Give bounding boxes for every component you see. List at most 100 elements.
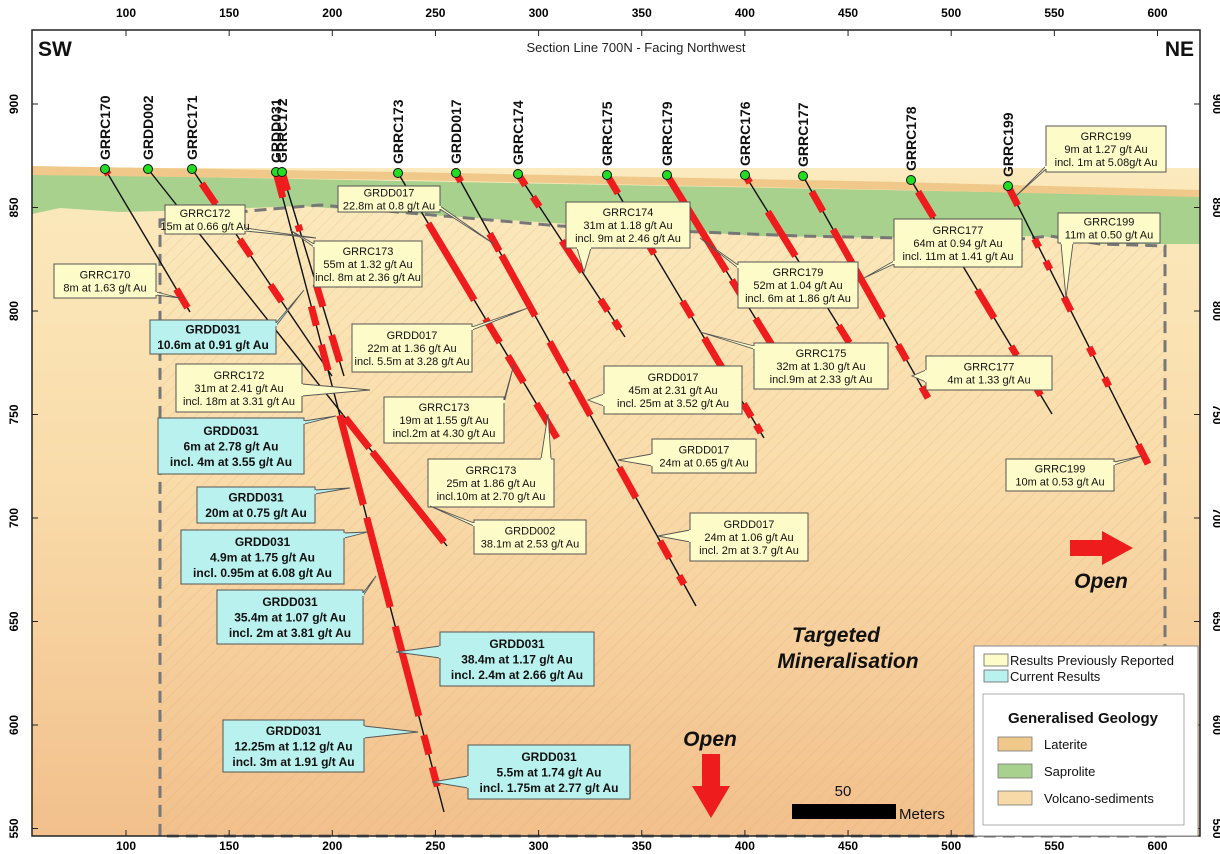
laterite-layer [32,166,1200,197]
y-tick-label-right: 850 [1210,197,1220,217]
intercept-interval [530,194,543,209]
intercept-interval [1008,344,1020,358]
callout-line: incl. 5.5m at 3.28 g/t Au [355,356,470,368]
x-tick-label-top: 500 [941,6,961,20]
callout-line: GRRC170 [80,269,131,281]
drill-hole-grrc177: GRRC177 [795,102,932,400]
hole-label: GRRC179 [659,101,675,166]
callout-line: GRRC172 [214,370,265,382]
callout-line: 38.1m at 2.53 g/t Au [481,538,579,550]
callout-line: 24m at 1.06 g/t Au [704,532,793,544]
callout-line: incl. 9m at 2.46 g/t Au [575,233,681,245]
callout-box [222,719,365,773]
callout-line: GRRC175 [796,348,847,360]
legend-saprolite-swatch [997,763,1033,779]
callout-line: incl. 1.75m at 2.77 g/t Au [480,781,619,795]
x-tick-label-top: 550 [1044,6,1064,20]
intercept-interval [369,449,447,545]
callout-line: incl. 11m at 1.41 g/t Au [902,251,1013,263]
hole-label: GRRC175 [599,101,615,166]
callout-box [157,417,305,475]
callout-line: 64m at 0.94 g/t Au [913,238,1002,250]
intercept-interval [808,189,827,214]
legend-previous-label: Results Previously Reported [1010,653,1174,668]
callout-line: GRDD017 [679,444,730,456]
y-tick-label-left: 650 [7,611,21,631]
callout-line: 38.4m at 1.17 g/t Au [461,652,573,666]
intercept-interval [307,305,320,327]
legend-current-swatch [983,669,1009,683]
callout-line: incl.10m at 2.70 g/t Au [437,491,546,503]
y-tick-label-right: 900 [1210,94,1220,114]
x-tick-label-bottom: 300 [529,839,549,853]
intercept-interval [894,343,910,362]
intercept-interval [918,385,932,400]
callout-line: GRDD002 [505,525,556,537]
intercept-interval [1101,376,1112,388]
intercept-interval [420,734,433,756]
hole-label: GRDD017 [448,99,464,164]
intercept-interval [173,287,191,310]
intercept-interval [1060,295,1075,313]
callout-line: 4.9m at 1.75 g/t Au [210,550,315,564]
open-bottom-label: Open [683,728,737,751]
callout-line: GRDD031 [235,535,291,549]
callout-box [53,263,157,299]
callout-box [603,365,743,415]
intercept-interval [363,516,376,538]
callout-line: incl. 3m at 1.91 g/t Au [232,755,354,769]
callout-line: GRRC172 [180,208,231,220]
y-tick-label-left: 900 [7,94,21,114]
y-tick-label-left: 800 [7,301,21,321]
y-tick-label-left: 600 [7,715,21,735]
legend-laterite-label: Laterite [1044,737,1087,752]
callout-box [925,355,1053,391]
legend-geology-title: Generalised Geology [1008,710,1159,727]
callout-line: incl. 8m at 2.36 g/t Au [315,272,421,284]
callout-line: GRDD031 [489,637,545,651]
x-tick-label-bottom: 450 [838,839,858,853]
callout-box [164,204,246,235]
y-tick-label-left: 550 [7,818,21,838]
hole-label: GRRC199 [1000,112,1016,177]
y-tick-label-right: 600 [1210,715,1220,735]
callout-line: 25m at 1.86 g/t Au [446,478,535,490]
intercept-interval [835,323,853,345]
callout-line: incl.9m at 2.33 g/t Au [770,374,873,386]
collar-marker [143,164,153,174]
callout-line: incl. 0.95m at 6.08 g/t Au [193,566,332,580]
intercept-interval [391,625,423,717]
x-tick-label-bottom: 250 [425,839,445,853]
legend-laterite-swatch [997,736,1033,752]
intercept-interval [1086,345,1097,358]
callout-line: GRRC199 [1084,216,1135,228]
x-tick-label-top: 450 [838,6,858,20]
drill-hole-grdd031: GRDD031 [268,98,445,813]
callout-line: incl.2m at 4.30 g/t Au [393,428,496,440]
callout-line: 35.4m at 1.07 g/t Au [234,610,346,624]
intercept-interval [317,343,332,372]
collar-marker [740,170,750,180]
hole-label: GRRC174 [510,100,526,165]
intercept-interval [1135,442,1152,466]
drill-hole-grdd017: GRDD017 [448,99,697,607]
callout-line: 31m at 2.41 g/t Au [194,383,283,395]
callout-line: 6m at 2.78 g/t Au [184,439,279,453]
hole-label: GRRC171 [184,95,200,160]
callout-box [313,240,423,288]
callout-line: GRRC173 [466,465,517,477]
callout-line: 24m at 0.65 g/t Au [659,457,748,469]
